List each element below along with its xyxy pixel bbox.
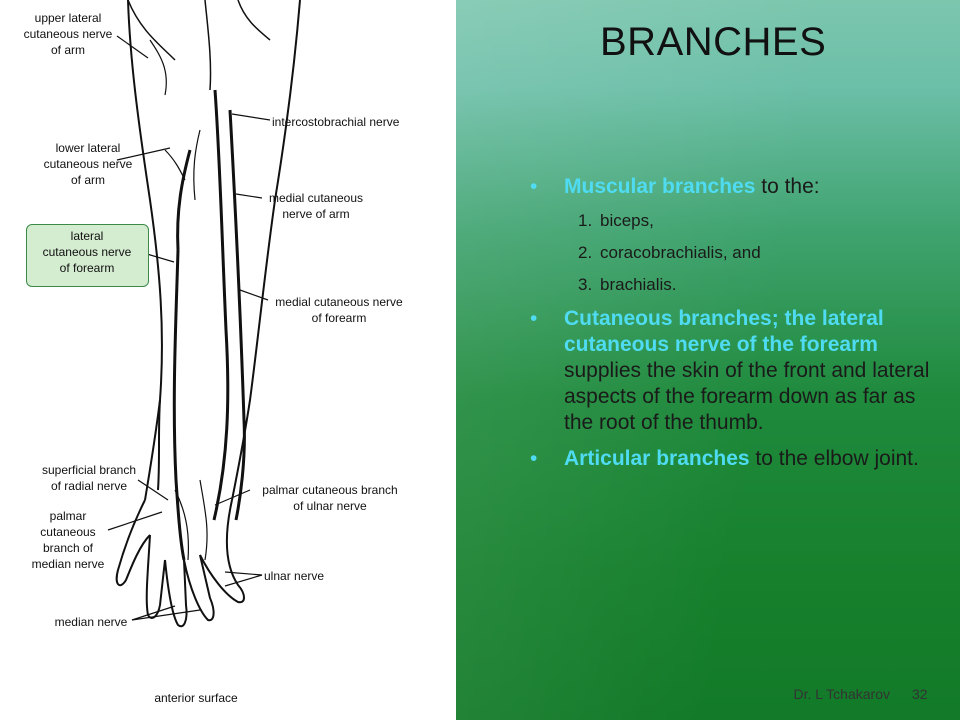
page-number: 32 (912, 686, 928, 702)
label-lower-lateral-cutaneous-nerve: lower lateral cutaneous nerve of arm (43, 141, 133, 187)
bullet-text: to the elbow joint. (749, 447, 919, 470)
footer-author: Dr. L Tchakarov (793, 686, 891, 702)
bullet-highlight: Articular branches (564, 447, 750, 470)
bullet-dot: • (530, 447, 538, 470)
label-intercostobrachial-nerve: intercostobrachial nerve (272, 115, 400, 129)
label-median-nerve: median nerve (54, 615, 128, 629)
bullet-text: to the: (755, 175, 820, 198)
bullet-highlight: Muscular branches (564, 175, 756, 198)
label-lateral-cutaneous-nerve-of-forearm: lateral cutaneous nerve of forearm (42, 229, 132, 275)
sub-item: 3. brachialis. (530, 274, 930, 296)
label-ulnar-nerve: ulnar nerve (264, 569, 325, 583)
bullet-muscular: • Muscular branches to the: (530, 174, 930, 200)
sub-item-text: biceps, (600, 211, 654, 230)
bullet-dot: • (530, 175, 538, 198)
label-palmar-cutaneous-branch-ulnar-nerve: palmar cutaneous branch of ulnar nerve (262, 483, 398, 513)
label-superficial-branch-radial-nerve: superficial branch of radial nerve (41, 463, 137, 493)
sub-item-number: 1. (578, 211, 593, 230)
arm-drawing (107, 0, 301, 628)
label-medial-cutaneous-nerve-of-forearm: medial cutaneous nerve of forearm (275, 295, 403, 325)
arm-nerve-figure: upper lateral cutaneous nerve of arm int… (0, 0, 456, 720)
bullet-articular: • Articular branches to the elbow joint. (530, 446, 930, 472)
sub-item: 1. biceps, (530, 210, 930, 232)
bullet-text: supplies the skin of the front and later… (564, 359, 930, 434)
sub-item-text: coracobrachialis, and (600, 243, 761, 262)
bullet-cutaneous: • Cutaneous branches; the lateral cutane… (530, 306, 930, 436)
label-medial-cutaneous-nerve-of-arm: medial cutaneous nerve of arm (268, 191, 364, 221)
label-highlight-box (26, 224, 149, 287)
sub-item-number: 3. (578, 275, 593, 294)
slide-content: • Muscular branches to the: 1. biceps, 2.… (530, 174, 930, 482)
sub-item-number: 2. (578, 243, 593, 262)
bullet-dot: • (530, 307, 538, 330)
label-palmar-cutaneous-branch-median-nerve: palmar cutaneous branch of median nerve (31, 509, 105, 571)
sub-item-text: brachialis. (600, 275, 677, 294)
label-upper-lateral-cutaneous-nerve: upper lateral cutaneous nerve of arm (23, 11, 113, 57)
bullet-highlight: Cutaneous branches; the lateral cutaneou… (564, 307, 884, 356)
slide-title: BRANCHES (600, 20, 827, 64)
sub-item: 2. coracobrachialis, and (530, 242, 930, 264)
figure-caption: anterior surface (154, 691, 238, 705)
